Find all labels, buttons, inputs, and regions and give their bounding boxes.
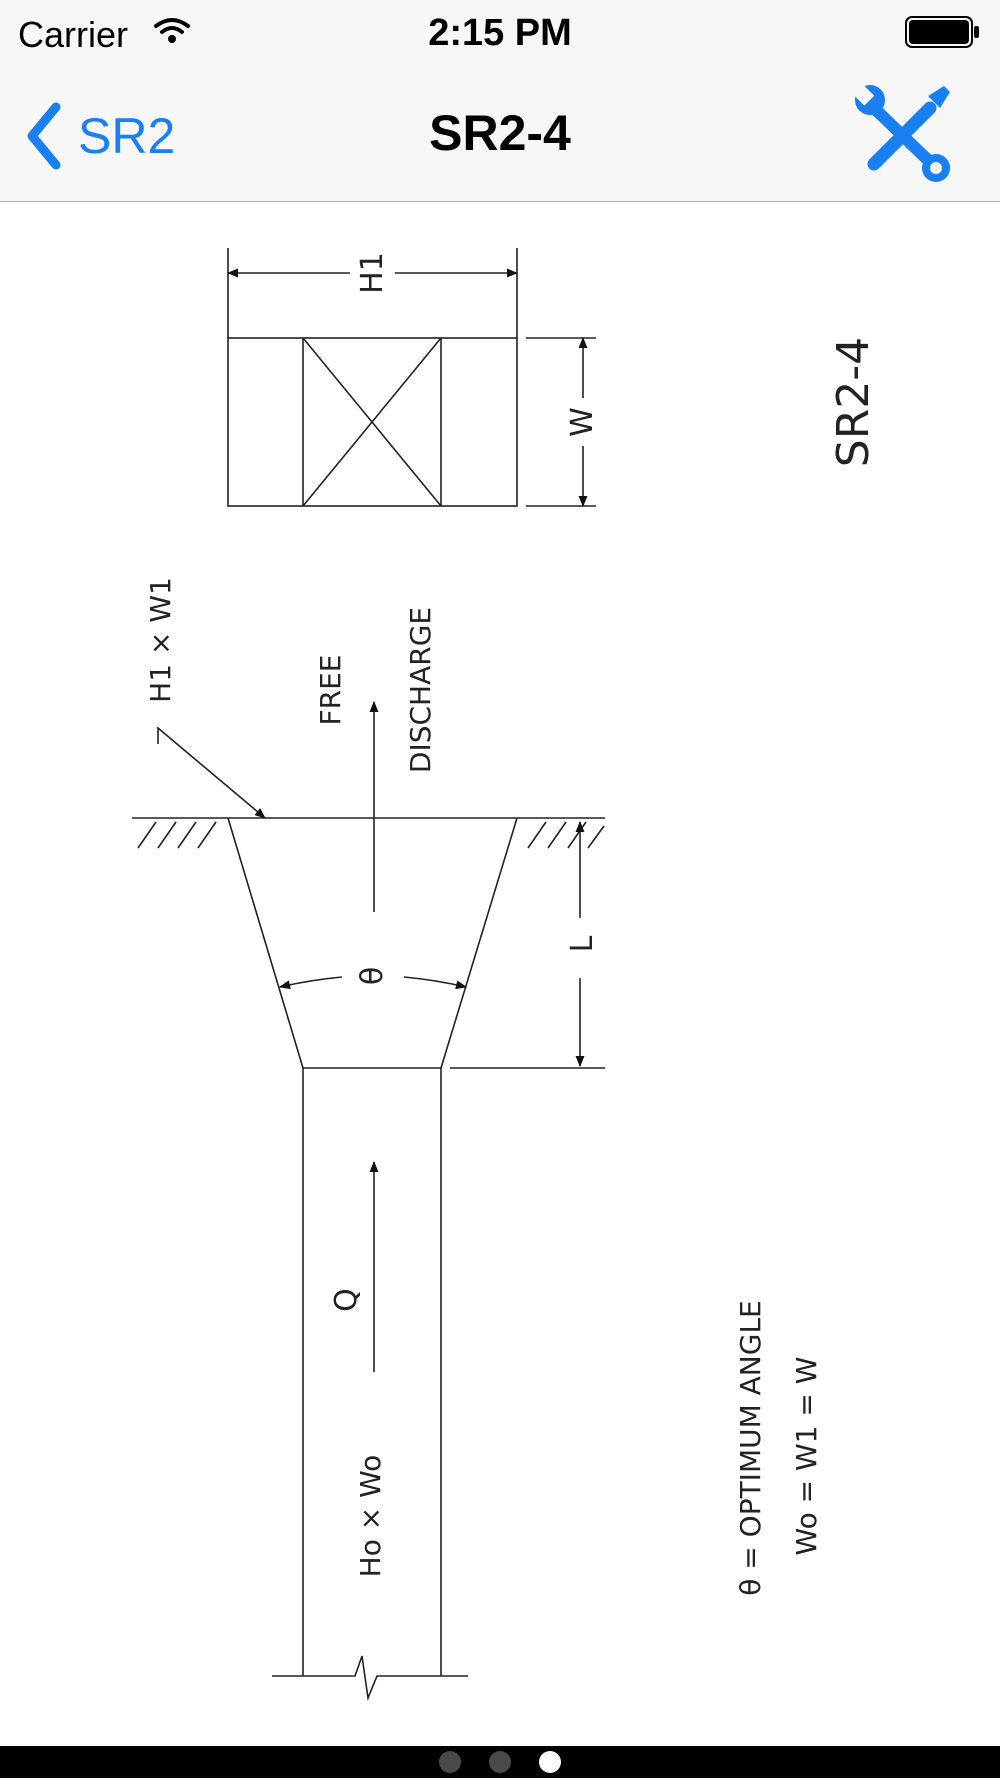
tools-button[interactable] xyxy=(852,82,954,184)
width-dimension-label: W xyxy=(565,407,600,437)
discharge-label: DISCHARGE xyxy=(404,607,437,773)
back-button-label: SR2 xyxy=(78,108,176,164)
carrier-label: Carrier xyxy=(18,14,129,55)
battery-icon xyxy=(905,16,979,48)
fitting-diagram: H1 W SR2-4 H1 × W1 FREE DISCHARGE θ L Q … xyxy=(132,248,879,1702)
page-title: SR2-4 xyxy=(429,105,571,161)
free-label: FREE xyxy=(314,655,347,726)
page-control xyxy=(0,1746,1000,1778)
status-bar: Carrier 2:15 PM xyxy=(0,0,1000,68)
page-dot-1[interactable] xyxy=(439,1751,461,1773)
page-dot-2[interactable] xyxy=(489,1751,511,1773)
outlet-size-label: H1 × W1 xyxy=(144,577,177,703)
chevron-left-icon xyxy=(27,102,61,170)
angle-label: θ xyxy=(355,967,390,985)
inlet-size-label: Ho × Wo xyxy=(354,1455,387,1578)
back-button[interactable]: SR2 xyxy=(22,98,175,174)
flow-label: Q xyxy=(329,1288,364,1312)
page-dot-3[interactable] xyxy=(539,1751,561,1773)
height-dimension-label: H1 xyxy=(355,252,390,294)
wrench-screwdriver-icon xyxy=(853,84,950,182)
status-time: 2:15 PM xyxy=(428,12,572,54)
angle-note: θ = OPTIMUM ANGLE xyxy=(734,1300,767,1595)
length-dimension-label: L xyxy=(565,935,600,952)
width-note: Wo = W1 = W xyxy=(790,1357,823,1556)
fitting-id-label: SR2-4 xyxy=(828,337,879,467)
wifi-icon xyxy=(154,18,190,43)
navigation-bar: SR2 SR2-4 xyxy=(0,68,1000,202)
